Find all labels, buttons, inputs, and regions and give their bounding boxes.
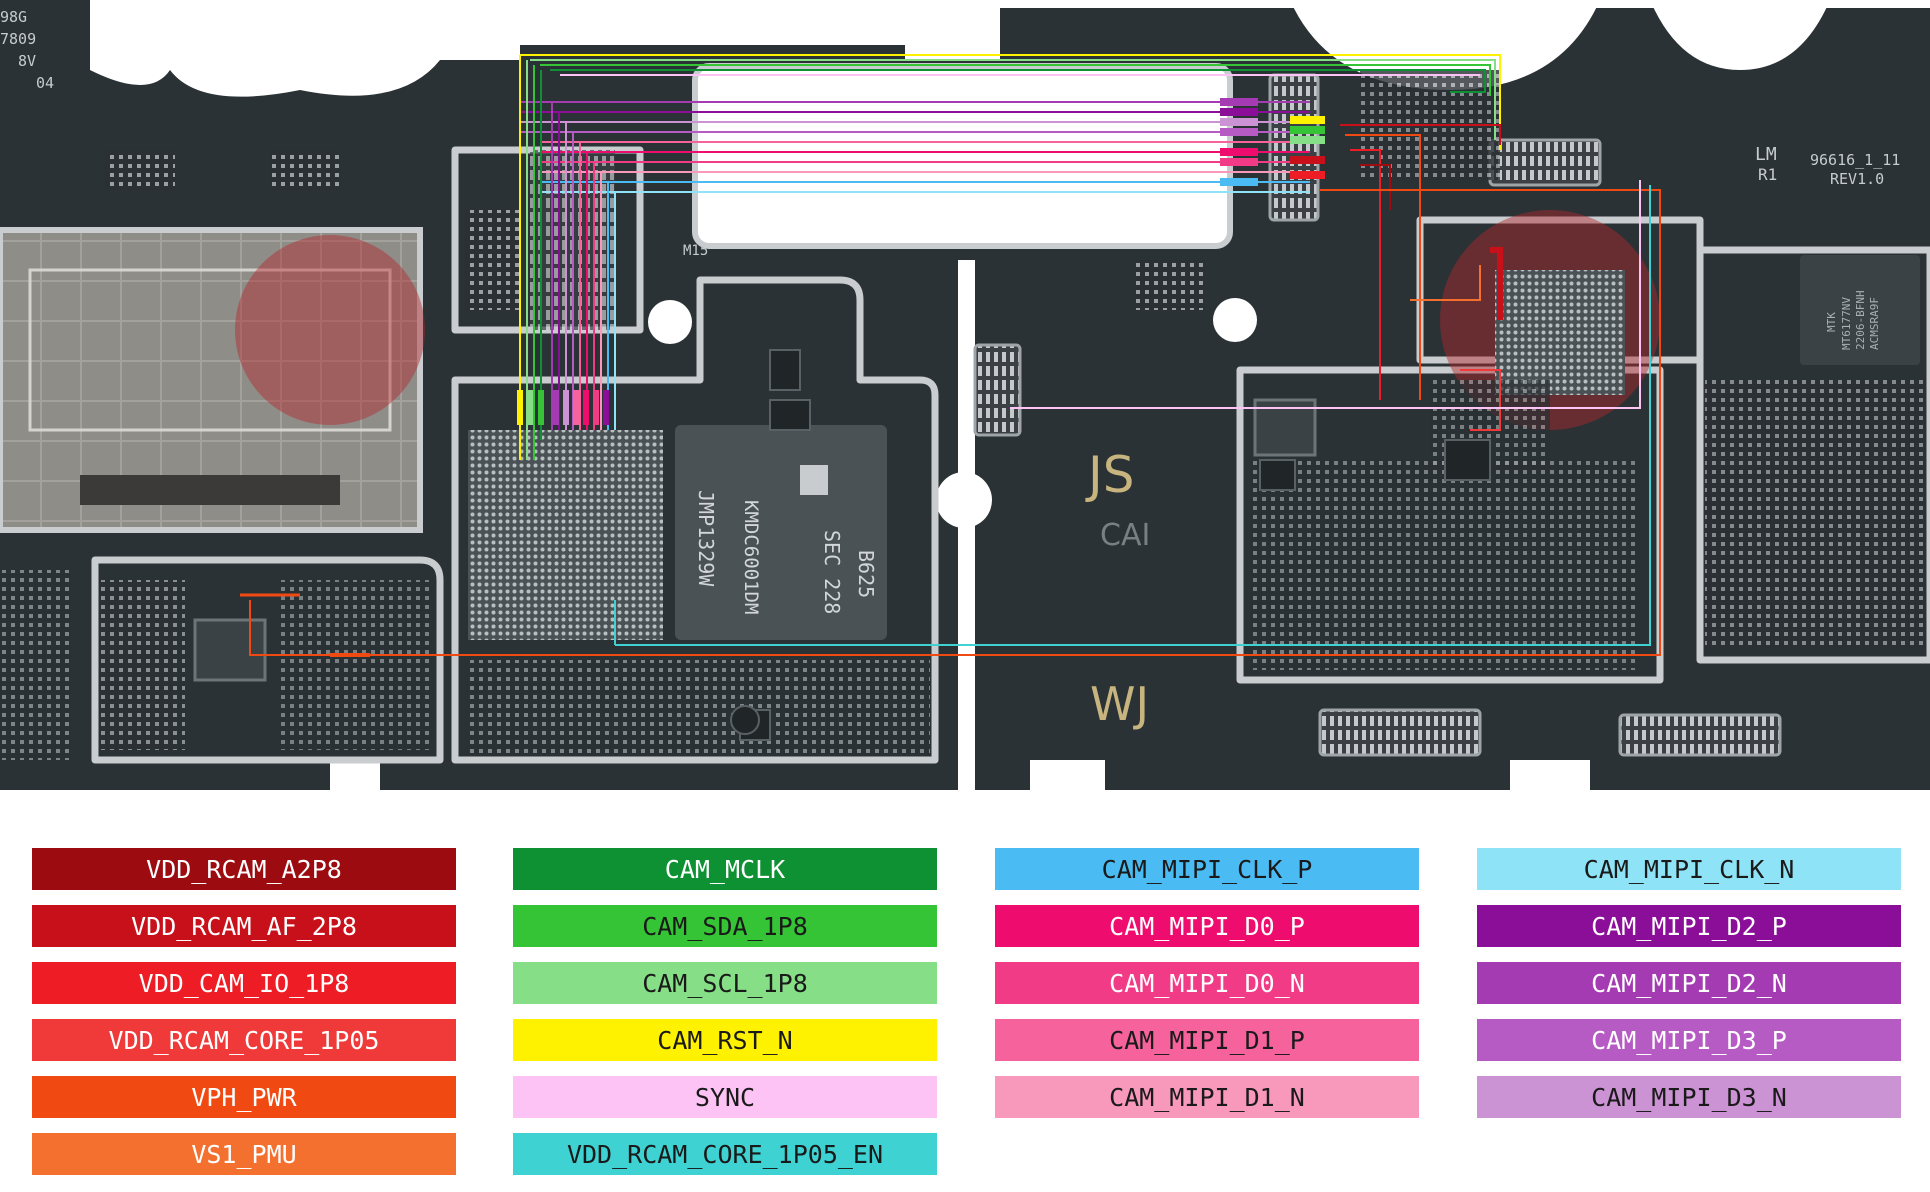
legend-item-cam-mipi-d1-n: CAM_MIPI_D1_N [995,1076,1419,1118]
flash-marking-4: JMP1329W [694,490,718,587]
legend-item-vph-pwr: VPH_PWR [32,1076,456,1118]
legend-item-cam-mipi-d0-n: CAM_MIPI_D0_N [995,962,1419,1004]
silk-m15: M15 [683,243,708,259]
legend-item-cam-mipi-d2-n: CAM_MIPI_D2_N [1477,962,1901,1004]
bga-chip-memory [468,430,663,640]
board-connector-bottom-2 [1618,713,1782,757]
component-field [0,70,1925,760]
silk-lm: LM [1755,144,1777,165]
camera-connector [1268,73,1320,222]
legend-item-sync: SYNC [513,1076,937,1118]
board-connector-bottom-1 [1318,708,1482,757]
board-connector-left [973,343,1022,437]
qfn-chip-right [1253,398,1317,457]
board-connector-top-right [1488,138,1602,187]
silk-r1: R1 [1758,165,1777,184]
pmic-marking-1: MTK [1825,312,1838,332]
silk-board-id: 96616_1_11 [1810,151,1900,169]
legend-item-vdd-rcam-a2p8: VDD_RCAM_A2P8 [32,848,456,890]
silk-board-rev: REV1.0 [1830,170,1884,188]
legend-item-cam-rst-n: CAM_RST_N [513,1019,937,1061]
legend-item-vs1-pmu: VS1_PMU [32,1133,456,1175]
pmic-marking-4: ACMSRA9F [1868,297,1881,350]
legend-item-cam-mipi-clk-n: CAM_MIPI_CLK_N [1477,848,1901,890]
mounting-holes [648,298,1257,344]
silkscreen-texts: 98G 7809 8V 04 M15 JS CAI WJ 96616_1_11 … [0,8,1900,731]
pcb-board-photo: SEC 228 B625 KMDC6001DM JMP1329W MTK MT6… [0,0,1930,790]
silk-top-left-rev: 04 [36,74,54,92]
silk-top-left-volt: 8V [18,52,36,70]
pmic-marking-3: 2206-BFNH [1854,290,1867,350]
inductors [730,349,1491,741]
flash-marking-3: KMDC6001DM [740,500,762,614]
flash-marking-1: SEC 228 [820,530,844,614]
legend-item-cam-scl-1p8: CAM_SCL_1P8 [513,962,937,1004]
camera-window-cutout [692,63,1233,249]
flash-chip [675,425,887,640]
sim-contacts [28,268,392,432]
legend-item-vdd-rcam-core-1p05: VDD_RCAM_CORE_1P05 [32,1019,456,1061]
legend-item-cam-sda-1p8: CAM_SDA_1P8 [513,905,937,947]
qfn-chip-left [193,618,267,682]
legend-item-cam-mclk: CAM_MCLK [513,848,937,890]
pmic-chip [1800,255,1920,365]
flash-marking-2: B625 [854,550,878,598]
legend-item-cam-mipi-d0-p: CAM_MIPI_D0_P [995,905,1419,947]
legend-item-cam-mipi-d2-p: CAM_MIPI_D2_P [1477,905,1901,947]
silk-js: JS [1085,446,1134,504]
watermark-blob-left [235,235,425,425]
legend-item-cam-mipi-d3-n: CAM_MIPI_D3_N [1477,1076,1901,1118]
silk-cai: CAI [1100,518,1150,553]
silk-top-left-num: 7809 [0,30,36,48]
legend-item-vdd-rcam-af-2p8: VDD_RCAM_AF_2P8 [32,905,456,947]
legend-item-cam-mipi-clk-p: CAM_MIPI_CLK_P [995,848,1419,890]
legend-item-vdd-rcam-core-1p05-en: VDD_RCAM_CORE_1P05_EN [513,1133,937,1175]
silk-top-left-code: 98G [0,8,27,26]
silk-wj: WJ [1090,677,1149,731]
legend-item-cam-mipi-d3-p: CAM_MIPI_D3_P [1477,1019,1901,1061]
legend-item-vdd-cam-io-1p8: VDD_CAM_IO_1P8 [32,962,456,1004]
signal-traces [240,54,1661,657]
pmic-marking-2: MT6177NV [1840,297,1853,350]
legend-item-cam-mipi-d1-p: CAM_MIPI_D1_P [995,1019,1419,1061]
bga-chip-soc [1495,270,1625,395]
